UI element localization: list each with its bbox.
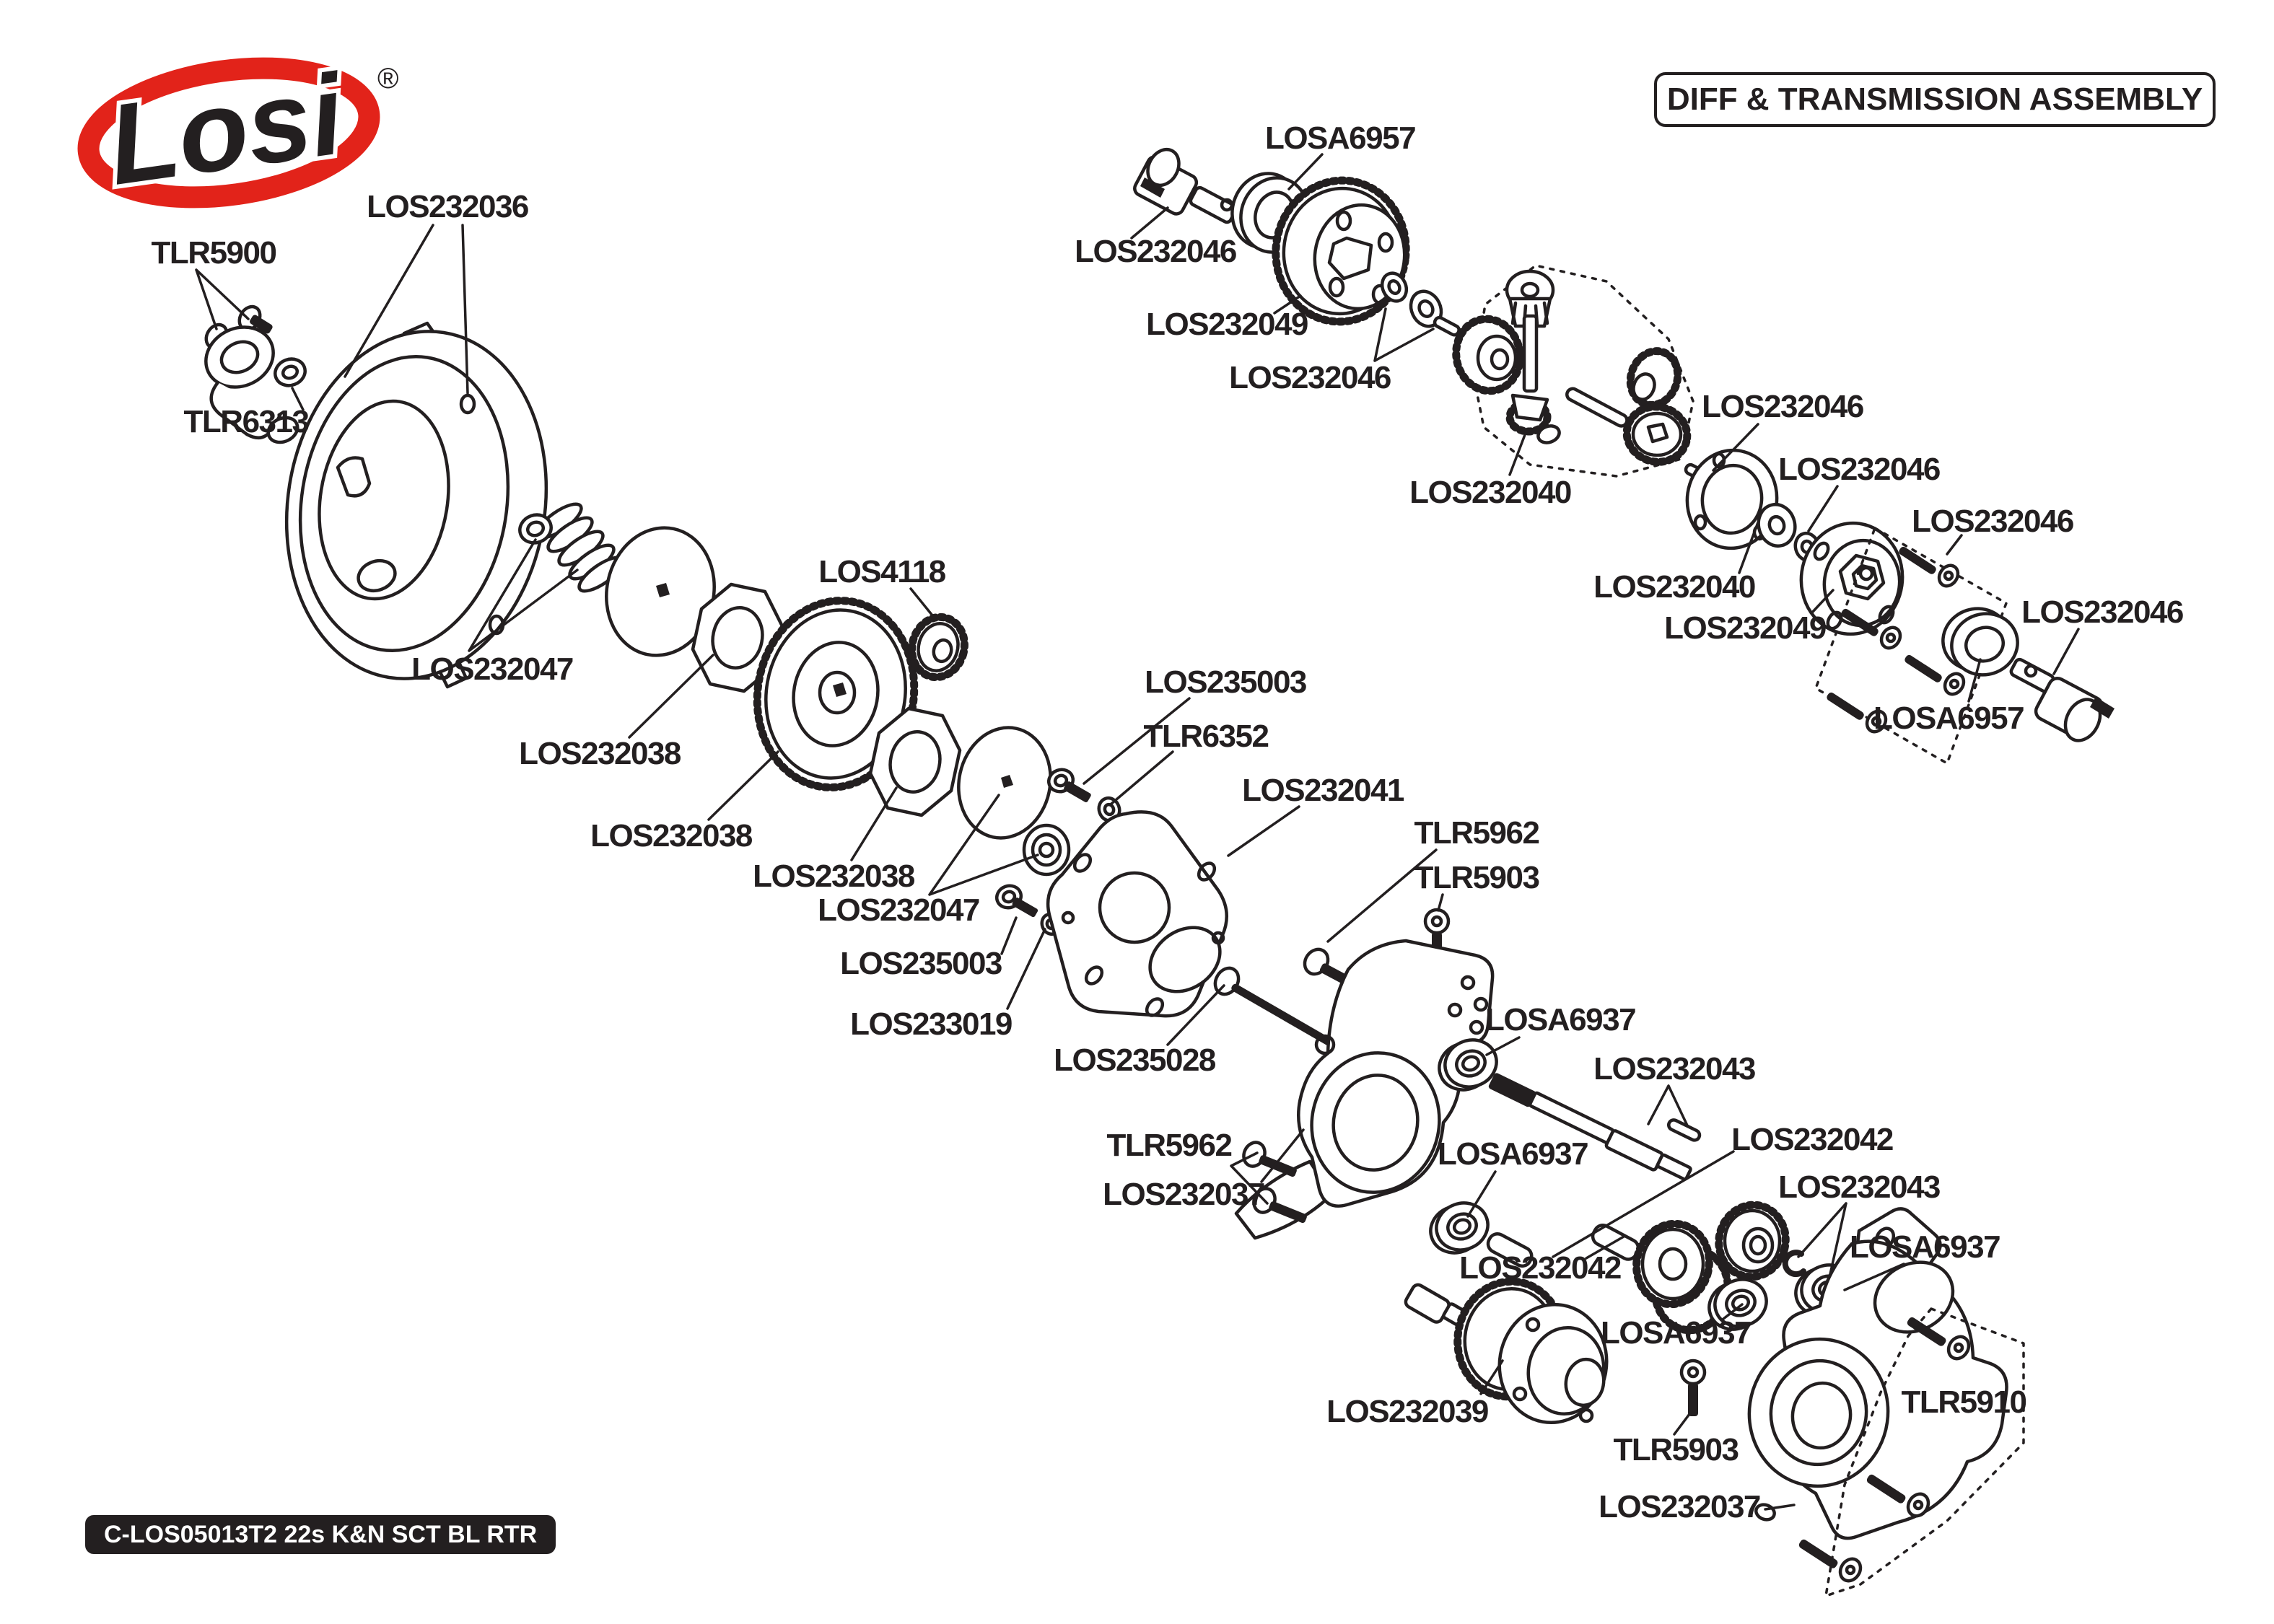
part-label-los232043-2: LOS232043 [1778,1169,1941,1205]
slipper-back-plate [204,325,299,444]
top-shaft [1488,1073,1692,1181]
part-label-losa6937-4: LOSA6937 [1600,1315,1752,1351]
slipper-hub [1022,823,1071,877]
drive-hub-los4118 [908,613,968,682]
part-label-los232039: LOS232039 [1326,1394,1489,1429]
slipper-nut [518,513,553,545]
part-label-los4118: LOS4118 [818,554,946,589]
part-label-tlr5903-2: TLR5903 [1613,1432,1739,1467]
part-label-los232046-2: LOS232046 [1229,360,1391,395]
registered-mark: ® [377,63,398,95]
part-label-los232040-1: LOS232040 [1409,475,1572,510]
diff-hub [1799,521,1905,636]
part-label-los232047-2: LOS232047 [818,892,980,928]
diff-shim-large [1757,503,1797,548]
part-label-los232046-5: LOS232046 [1912,504,2074,539]
part-label-losa6937-3: LOSA6937 [1849,1229,2001,1265]
part-label-los232038-3: LOS232038 [753,859,915,894]
part-label-los232043-1: LOS232043 [1593,1051,1756,1087]
part-label-tlr6352: TLR6352 [1143,719,1269,754]
e-clip-los232043 [1782,1250,1806,1278]
part-label-los232038-1: LOS232038 [519,736,681,771]
spur-gear [753,597,919,791]
part-label-los232036: LOS232036 [367,189,529,224]
part-label-tlr5962-1: TLR5962 [1414,815,1540,851]
idler-gear [1715,1201,1790,1281]
diff-assembly-los232039 [1404,1277,1609,1425]
part-label-los232049-2: LOS232049 [1664,610,1827,646]
gearbox-left-los232037 [1234,939,1495,1240]
nut-tlr6313 [274,357,307,387]
gearbox-right-los232037 [1747,1207,2008,1540]
bearing-losa6937-2 [1429,1201,1490,1255]
diff-gasket [1685,448,1779,550]
part-label-los232037-1: LOS232037 [1103,1177,1265,1212]
part-label-tlr5910: TLR5910 [1901,1384,2027,1420]
part-label-tlr5903-1: TLR5903 [1414,860,1540,895]
part-label-tlr6313: TLR6313 [183,404,310,439]
screw-los235003-lower [994,884,1038,918]
part-label-los235003-2: LOS235003 [840,946,1002,981]
part-label-los232049-1: LOS232049 [1146,307,1308,342]
part-label-los232040-2: LOS232040 [1593,569,1756,605]
part-label-los232042-1: LOS232042 [1731,1122,1894,1157]
part-label-los232046-3: LOS232046 [1702,389,1864,424]
diff-screws-los232046 [1814,527,2008,765]
part-label-losa6957-2: LOSA6957 [1873,701,2025,736]
page-title: DIFF & TRANSMISSION ASSEMBLY [1654,72,2216,127]
diff-internals-los232040 [1452,264,1694,478]
motor-plate-los232041 [1046,810,1228,1018]
part-label-los233019: LOS233019 [850,1006,1013,1042]
losi-logo-swoosh [77,57,380,209]
part-label-tlr5962-2: TLR5962 [1106,1128,1233,1163]
part-label-losa6937-1: LOSA6937 [1484,1002,1637,1037]
part-label-los232041: LOS232041 [1242,773,1404,808]
outdrive-top-los232046 [1133,147,1238,224]
slipper-plate-2 [957,726,1052,840]
part-label-los235028: LOS235028 [1054,1043,1216,1078]
leader-lines [195,153,2080,1511]
part-label-losa6937-2: LOSA6937 [1437,1136,1589,1172]
gear-los232042-tall [1632,1219,1732,1335]
part-label-los232046-4: LOS232046 [1778,452,1941,487]
part-label-los235003-1: LOS235003 [1145,664,1307,700]
bearing-losa6957-2 [1941,607,2019,677]
slipper-pad-2 [868,706,962,817]
part-label-los232042-2: LOS232042 [1459,1250,1622,1286]
losi-logo: Losi ® [77,46,398,214]
part-label-losa6957-1: LOSA6957 [1264,120,1417,156]
part-label-los232037-2: LOS232037 [1599,1489,1761,1524]
part-label-los232046-1: LOS232046 [1075,234,1237,269]
part-label-los232047-1: LOS232047 [411,651,574,687]
screw-tlr5903-lower [1679,1359,1707,1416]
part-label-tlr5900: TLR5900 [151,235,277,271]
diff-shims-top [1380,271,1461,337]
screw-los235003-upper [1046,768,1091,803]
pin-los232043-1 [1666,1118,1702,1142]
screws-tlr5962-lower [1242,1141,1307,1224]
outdrive-right-los232046 [2009,657,2115,742]
screws-tlr5910 [1798,1307,2025,1597]
screw-tlr5962-upper [1303,947,1350,985]
model-code-badge: C-LOS05013T2 22s K&N SCT BL RTR [85,1515,556,1554]
part-label-los232038-2: LOS232038 [590,818,753,853]
part-label-los232046-6: LOS232046 [2021,594,2184,630]
slipper-housing-los232036 [284,321,548,689]
bearing-losa6937-1 [1438,1038,1498,1092]
